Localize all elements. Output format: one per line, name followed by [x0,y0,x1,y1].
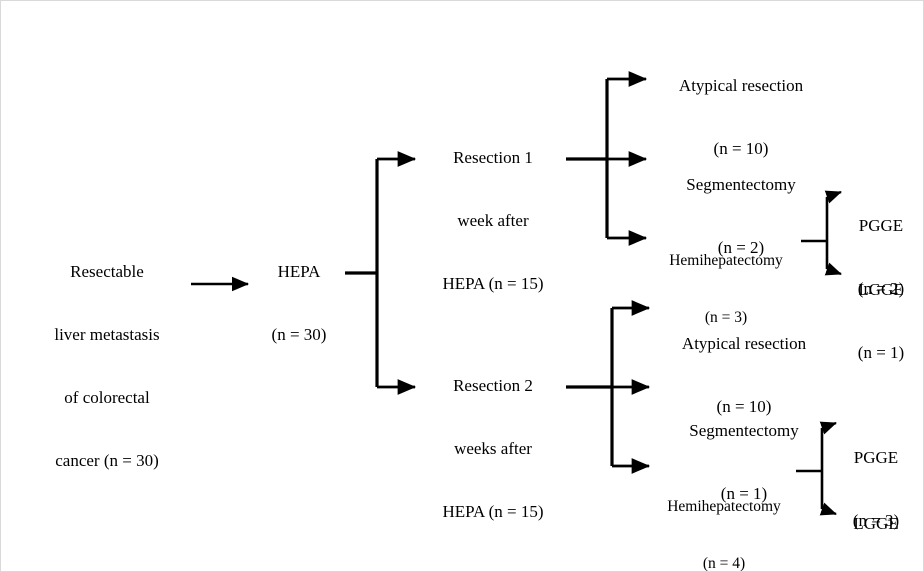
node-atypical-resection-1-line-1: Atypical resection [678,76,804,95]
node-pgge-1-line-1: PGGE [858,216,904,235]
node-segmentectomy-2-line-1: Segmentectomy [689,421,799,440]
node-resection-2-weeks-line-3: HEPA (n = 15) [442,502,544,521]
node-resection-1-week-line-2: week after [457,211,529,230]
node-atypical-resection-1-line-2: (n = 10) [713,139,769,158]
node-lgge-1-line-2: (n = 1) [857,343,905,362]
node-atypical-resection-2: Atypical resection (n = 10) [654,291,834,459]
node-lgge-2: LGGE (n = 1) [837,471,915,571]
node-resection-1-week: Resection 1 week after HEPA (n = 15) [419,105,567,336]
node-hemihepatectomy-2-line-1: Hemihepatectomy [667,498,781,515]
node-hemihepatectomy-2: Hemihepatectomy (n = 4) [649,459,799,572]
node-source: Resectable liver metastasis of colorecta… [23,219,191,513]
node-source-line-3: of colorectal [64,388,150,407]
node-source-line-1: Resectable [70,262,144,281]
node-hemihepatectomy-2-line-2: (n = 4) [702,555,746,572]
node-hemihepatectomy-1: Hemihepatectomy (n = 3) [651,213,801,365]
node-pgge-1-line-2: (n = 2) [857,279,905,298]
edge-resection2-split [566,300,651,474]
node-hepa-line-1: HEPA [277,262,321,281]
node-hemihepatectomy-1-line-1: Hemihepatectomy [669,252,783,269]
node-atypical-resection-1: Atypical resection (n = 10) [651,33,831,201]
node-pgge-2: PGGE (n = 3) [837,405,915,571]
node-hepa: HEPA (n = 30) [251,219,347,387]
node-resection-2-weeks: Resection 2 weeks after HEPA (n = 15) [419,333,567,564]
node-segmentectomy-2-line-2: (n = 1) [720,484,768,503]
node-resection-1-week-line-1: Resection 1 [453,148,533,167]
node-hemihepatectomy-1-line-2: (n = 3) [704,309,748,326]
node-atypical-resection-2-line-2: (n = 10) [716,397,772,416]
node-resection-2-weeks-line-1: Resection 2 [453,376,533,395]
node-segmentectomy-1: Segmentectomy (n = 2) [651,132,831,300]
node-hepa-line-2: (n = 30) [271,325,327,344]
node-pgge-2-line-2: (n = 3) [852,511,900,530]
node-atypical-resection-2-line-1: Atypical resection [681,334,807,353]
node-source-line-2: liver metastasis [54,325,160,344]
node-lgge-1-line-1: LGGE [858,280,904,299]
node-pgge-2-line-1: PGGE [853,448,899,467]
node-segmentectomy-2: Segmentectomy (n = 1) [654,378,834,546]
node-segmentectomy-1-line-1: Segmentectomy [686,175,796,194]
node-pgge-1: PGGE (n = 2) [842,173,920,341]
node-lgge-1: LGGE (n = 1) [842,237,920,405]
edge-hepa-split [345,151,417,395]
node-resection-1-week-line-3: HEPA (n = 15) [442,274,544,293]
node-resection-2-weeks-line-2: weeks after [454,439,532,458]
edge-resection1-split [566,71,648,246]
node-source-line-4: cancer (n = 30) [55,451,159,470]
node-segmentectomy-1-line-2: (n = 2) [717,238,765,257]
node-lgge-2-line-1: LGGE [853,514,899,533]
